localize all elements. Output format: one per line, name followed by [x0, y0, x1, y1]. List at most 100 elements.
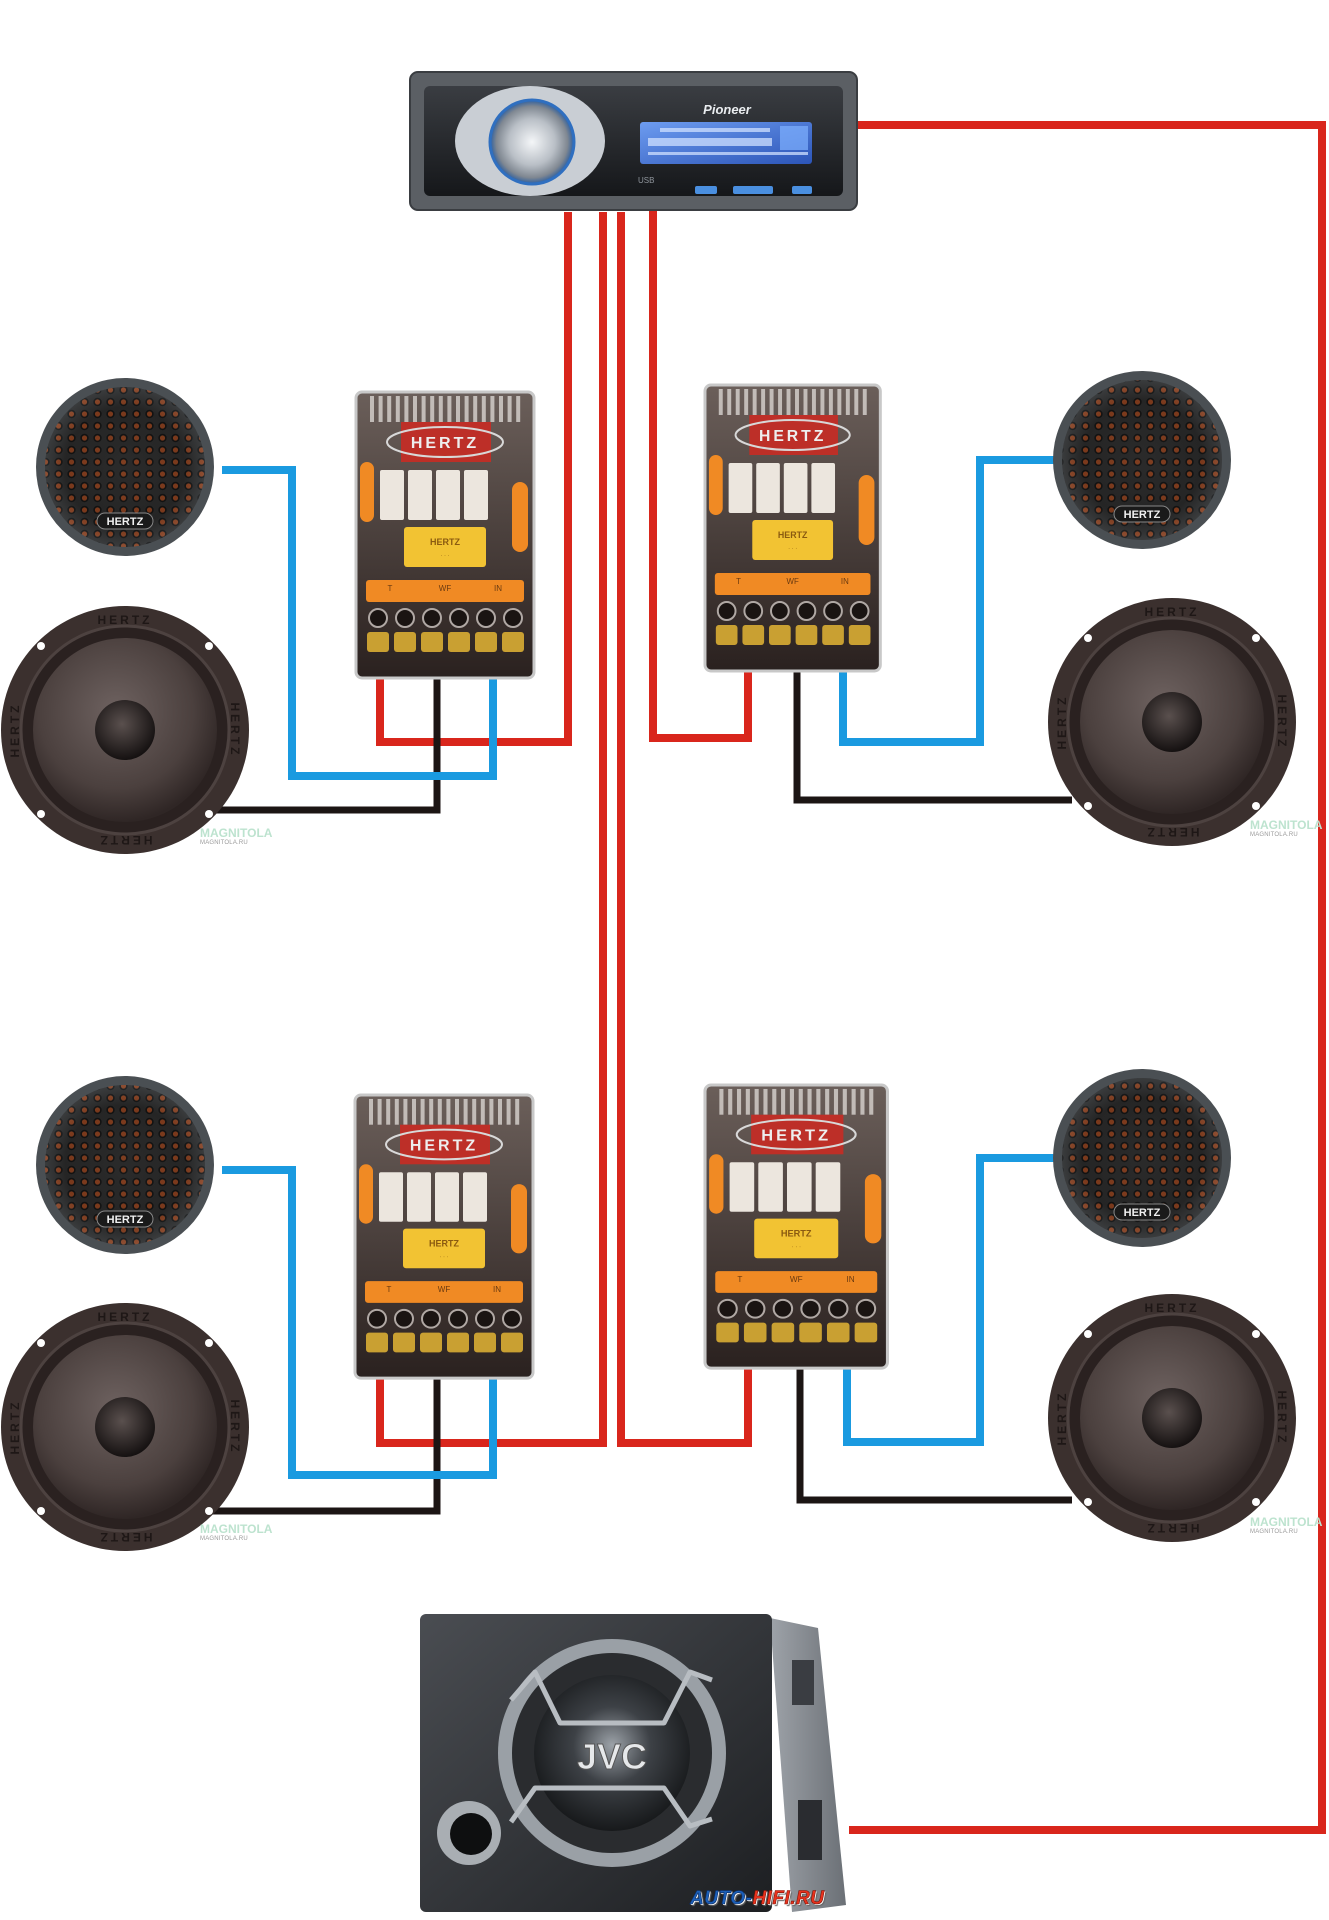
terminal-socket[interactable]	[716, 601, 737, 621]
crossover-part	[360, 462, 374, 522]
terminal-socket[interactable]	[800, 1298, 821, 1319]
heatsink-fin	[719, 1088, 724, 1115]
terminal-socket[interactable]	[823, 601, 843, 621]
tweeter-rear-left: HERTZ	[36, 1076, 214, 1254]
terminal-screw[interactable]	[716, 1322, 739, 1343]
resistor	[435, 1172, 459, 1222]
heatsink-fin	[473, 396, 478, 422]
heatsink-fin	[464, 396, 469, 422]
woofer-brand: HERTZ	[228, 703, 242, 758]
terminal-screw[interactable]	[502, 632, 524, 652]
terminal-socket[interactable]	[475, 1308, 495, 1329]
terminal-socket[interactable]	[395, 608, 415, 628]
wire-tweeter-rear-right	[843, 1154, 1082, 1446]
volume-knob[interactable]	[488, 98, 576, 186]
terminal-socket[interactable]	[796, 601, 817, 621]
woofer-brand: HERTZ	[98, 613, 153, 627]
tweeter-badge	[1113, 505, 1171, 523]
terminal-socket[interactable]	[449, 608, 469, 628]
terminal-screw[interactable]	[769, 625, 791, 645]
subwoofer-cone	[534, 1675, 690, 1831]
crossover-part	[714, 573, 871, 595]
heatsink-fin	[446, 1098, 451, 1125]
heatsink-fin	[862, 389, 867, 415]
woofer-brand: HERTZ	[1055, 695, 1069, 750]
wires	[212, 121, 1326, 1834]
woofer-brand: HERTZ	[1055, 1391, 1069, 1446]
woofer-brand: HERTZ	[1145, 1301, 1200, 1315]
crossover-part	[511, 1184, 527, 1254]
head-unit-button-center[interactable]	[733, 186, 773, 194]
terminal-socket[interactable]	[770, 601, 790, 621]
terminal-screw[interactable]	[420, 1332, 442, 1353]
heatsink-fin	[735, 389, 740, 415]
terminal-screw[interactable]	[501, 1332, 523, 1353]
heatsink-fin	[816, 1088, 821, 1115]
crossover-part	[752, 520, 834, 560]
heatsink-fin	[430, 396, 435, 422]
terminal-socket[interactable]	[448, 1308, 468, 1329]
terminal-socket[interactable]	[503, 608, 523, 628]
crossover-part	[380, 470, 488, 520]
terminal-screw[interactable]	[475, 632, 497, 652]
terminal-screw[interactable]	[799, 1322, 822, 1343]
terminal-socket[interactable]	[476, 608, 496, 628]
tweeters: HERTZ HERTZ HERTZ HERTZ	[36, 371, 1231, 1254]
heatsink-fin	[378, 396, 383, 422]
heatsink-fin	[480, 1098, 485, 1125]
terminal-label: T	[388, 584, 393, 593]
terminal-socket[interactable]	[367, 1308, 387, 1329]
heatsink-fin	[516, 396, 521, 422]
terminal-socket[interactable]	[855, 1298, 877, 1319]
mounting-hole	[1252, 634, 1260, 642]
terminal-screw[interactable]	[826, 1322, 850, 1343]
heatsink-fin	[413, 396, 417, 422]
crossover-part	[715, 1271, 878, 1293]
display-icon-box	[780, 126, 808, 150]
terminal-socket[interactable]	[772, 1298, 794, 1319]
heatsink-fin	[789, 1088, 794, 1115]
head-unit-button-left[interactable]	[695, 186, 717, 194]
subwoofer-terminal-panel	[798, 1800, 822, 1860]
terminal-socket[interactable]	[394, 1308, 414, 1329]
heatsink-fin	[820, 389, 825, 415]
terminal-screw[interactable]	[367, 632, 389, 652]
terminal-screw[interactable]	[742, 625, 765, 645]
terminal-screw[interactable]	[474, 1332, 496, 1353]
terminal-screw[interactable]	[743, 1322, 767, 1343]
heatsink-fin	[437, 1098, 442, 1125]
head-unit-button-right[interactable]	[792, 186, 812, 194]
terminal-screw[interactable]	[771, 1322, 795, 1343]
terminal-socket[interactable]	[849, 601, 870, 621]
heatsink-fin	[837, 389, 842, 415]
terminal-screw[interactable]	[848, 625, 871, 645]
terminal-socket[interactable]	[743, 601, 764, 621]
terminal-socket[interactable]	[827, 1298, 849, 1319]
terminal-socket[interactable]	[502, 1308, 522, 1329]
terminal-screw[interactable]	[447, 1332, 469, 1353]
terminal-socket[interactable]	[717, 1298, 738, 1319]
terminal-screw[interactable]	[394, 632, 416, 652]
terminal-screw[interactable]	[795, 625, 818, 645]
watermark-text: MAGNITOLA.RU	[1250, 832, 1298, 838]
crossover-part	[734, 419, 851, 451]
terminal-screw[interactable]	[366, 1332, 388, 1353]
terminal-socket[interactable]	[421, 1308, 441, 1329]
capacitor-label: HERTZ	[429, 1239, 459, 1249]
terminal-screw[interactable]	[393, 1332, 415, 1353]
terminal-screw[interactable]	[715, 625, 738, 645]
terminal-label: WF	[439, 584, 452, 593]
heatsink-fin	[412, 1098, 416, 1125]
mounting-hole	[205, 810, 213, 818]
terminal-socket[interactable]	[368, 608, 388, 628]
terminal-socket[interactable]	[744, 1298, 766, 1319]
terminal-screw[interactable]	[421, 632, 443, 652]
terminal-screw[interactable]	[448, 632, 470, 652]
terminal-socket[interactable]	[422, 608, 442, 628]
crossover-front-left: HERTZ HERTZ · · · T WF IN	[354, 390, 536, 680]
terminal-screw[interactable]	[854, 1322, 878, 1343]
watermark-logo: MAGNITOLA	[200, 826, 273, 840]
terminal-screw[interactable]	[822, 625, 844, 645]
